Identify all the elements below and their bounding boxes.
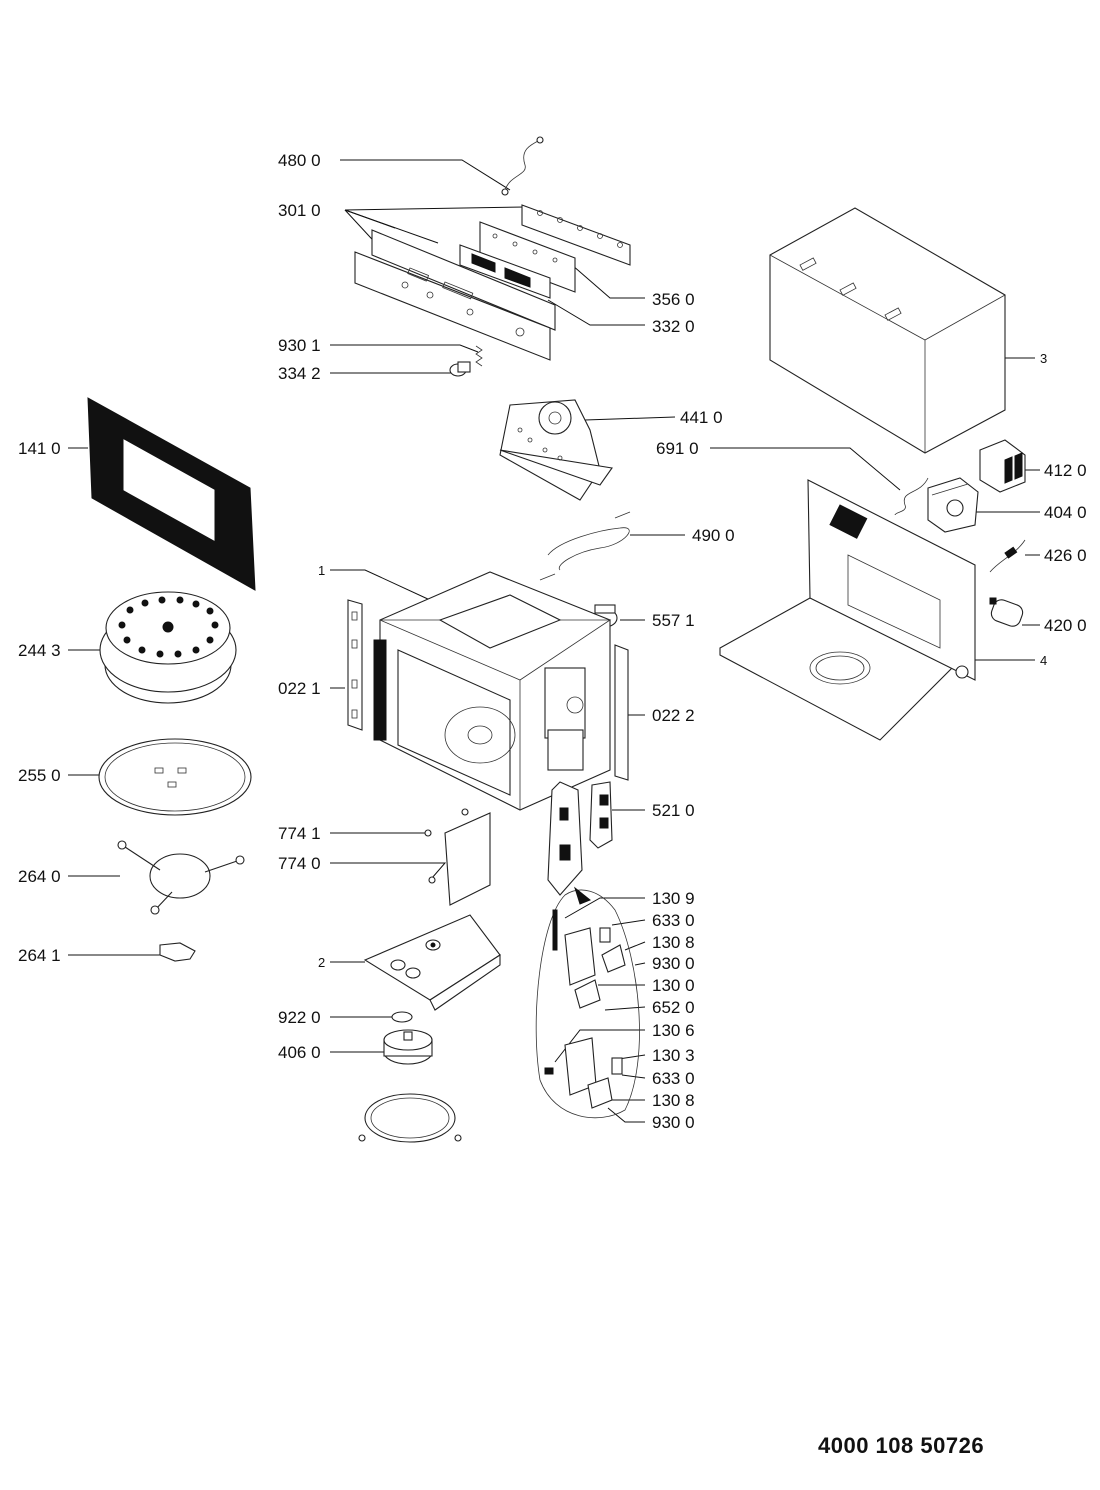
capacitor-420: [989, 597, 1024, 627]
switch-detail-group: [535, 886, 640, 1119]
washer-922: [391, 1011, 413, 1023]
label-633-0-a: 633 0: [652, 911, 695, 930]
label-406-0: 406 0: [278, 1043, 321, 1062]
label-774-0: 774 0: [278, 854, 321, 873]
label-244-3: 244 3: [18, 641, 61, 660]
spring-930-1: [475, 345, 483, 367]
transformer-412: [979, 439, 1026, 493]
label-130-8-a: 130 8: [652, 933, 695, 952]
seal-ring: [358, 1093, 462, 1143]
side-rail-022-2: [614, 644, 629, 781]
control-board-356: [521, 204, 631, 266]
control-panel-332: [354, 229, 556, 361]
oven-cavity-1: [379, 571, 612, 811]
label-332-0: 332 0: [652, 317, 695, 336]
label-426-0: 426 0: [1044, 546, 1087, 565]
label-1: 1: [318, 563, 325, 578]
label-264-1: 264 1: [18, 946, 61, 965]
label-490-0: 490 0: [692, 526, 735, 545]
leader-lines: [68, 159, 1040, 1123]
door-switch-assembly-521: [547, 781, 613, 896]
label-930-1: 930 1: [278, 336, 321, 355]
part-labels: 480 0 301 0 356 0 332 0 930 1 334 2 441 …: [18, 151, 1087, 1132]
door-141: [87, 397, 256, 591]
wire-harness-480: [501, 136, 544, 196]
label-130-3: 130 3: [652, 1046, 695, 1065]
label-356-0: 356 0: [652, 290, 695, 309]
label-130-8-b: 130 8: [652, 1091, 695, 1110]
label-633-0-b: 633 0: [652, 1069, 695, 1088]
cover-plate-774: [424, 808, 491, 906]
label-334-2: 334 2: [278, 364, 321, 383]
label-2: 2: [318, 955, 325, 970]
side-rail-022-1: [347, 599, 387, 741]
fan-bracket-441: [499, 399, 613, 501]
turntable-plate-255: [98, 738, 252, 816]
label-130-0: 130 0: [652, 976, 695, 995]
label-255-0: 255 0: [18, 766, 61, 785]
label-557-1: 557 1: [652, 611, 695, 630]
label-441-0: 441 0: [680, 408, 723, 427]
label-412-0: 412 0: [1044, 461, 1087, 480]
label-3: 3: [1040, 351, 1047, 366]
base-wrapper-4: [719, 479, 976, 741]
display-module: [459, 244, 551, 299]
label-691-0: 691 0: [656, 439, 699, 458]
label-4: 4: [1040, 653, 1047, 668]
label-022-1: 022 1: [278, 679, 321, 698]
magnetron-404: [927, 477, 979, 533]
label-480-0: 480 0: [278, 151, 321, 170]
wire-691: [894, 477, 929, 516]
diode-426: [989, 539, 1026, 573]
roller-support-264-0: [117, 840, 245, 915]
cable-490: [539, 511, 631, 581]
label-301-0: 301 0: [278, 201, 321, 220]
label-130-9: 130 9: [652, 889, 695, 908]
label-521-0: 521 0: [652, 801, 695, 820]
knob-334-2: [449, 361, 471, 377]
label-420-0: 420 0: [1044, 616, 1087, 635]
label-022-2: 022 2: [652, 706, 695, 725]
label-130-6: 130 6: [652, 1021, 695, 1040]
label-922-0: 922 0: [278, 1008, 321, 1027]
label-404-0: 404 0: [1044, 503, 1087, 522]
label-141-0: 141 0: [18, 439, 61, 458]
label-264-0: 264 0: [18, 867, 61, 886]
label-930-0-a: 930 0: [652, 954, 695, 973]
base-plate-2: [363, 914, 501, 1011]
motor-406: [383, 1029, 433, 1065]
coupler-264-1: [159, 942, 196, 962]
outer-cabinet-3: [769, 207, 1006, 454]
label-652-0: 652 0: [652, 998, 695, 1017]
control-board-301: [479, 221, 576, 293]
label-774-1: 774 1: [278, 824, 321, 843]
crisp-plate-244: [99, 591, 237, 704]
label-930-0-b: 930 0: [652, 1113, 695, 1132]
document-number: 4000 108 50726: [818, 1433, 985, 1458]
